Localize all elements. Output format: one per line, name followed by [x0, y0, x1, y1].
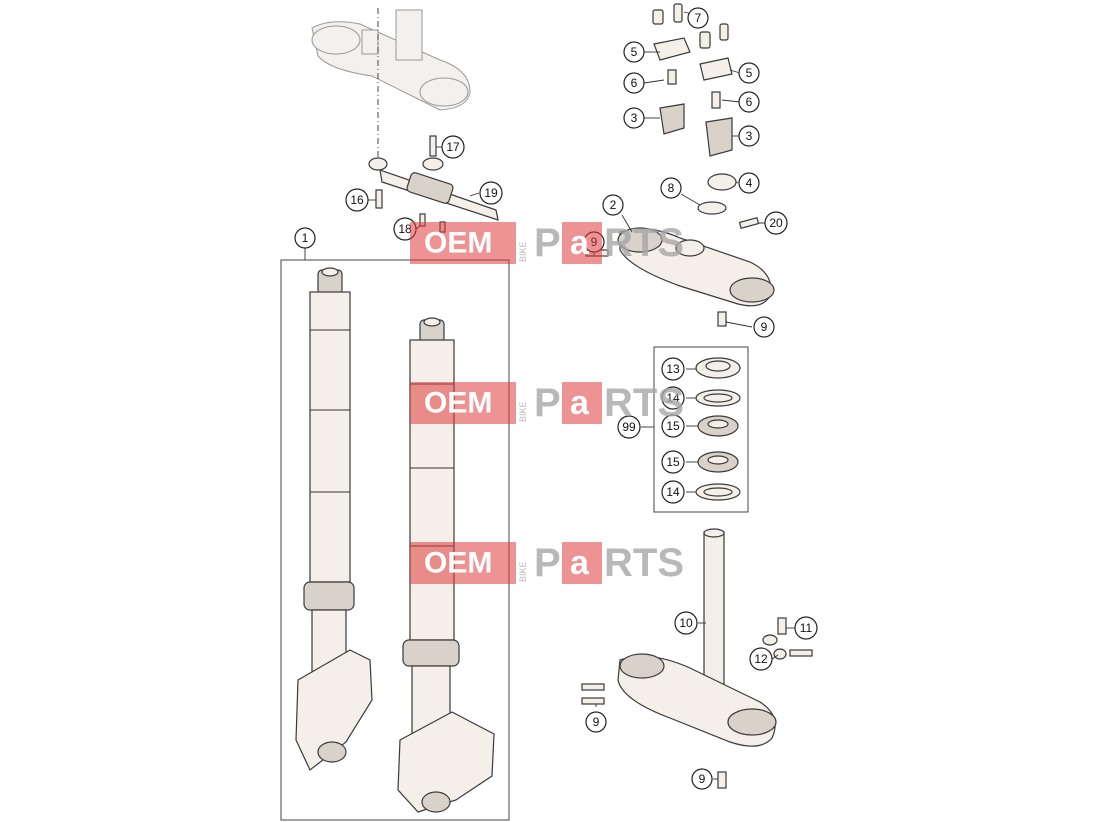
callout-8: 8 — [660, 177, 682, 199]
ghost-upper-clamp — [311, 8, 471, 160]
callout-14-lower: 14 — [661, 480, 685, 504]
callout-17: 17 — [441, 135, 465, 159]
callout-15-upper: 15 — [661, 414, 685, 438]
callout-4: 4 — [738, 172, 760, 194]
callout-9-lower-bolts: 9 — [585, 711, 607, 733]
left-fork-leg — [295, 267, 373, 771]
svg-text:BIKE: BIKE — [518, 401, 528, 422]
svg-text:6: 6 — [631, 76, 638, 90]
callout-14-upper: 14 — [661, 386, 685, 410]
callout-9-upper-nut: 9 — [753, 316, 775, 338]
callout-7: 7 — [687, 7, 709, 29]
callout-9-lower-nut: 9 — [691, 768, 713, 790]
watermark-logo-top: OEM BIKE P a RTS — [410, 221, 684, 265]
svg-text:1: 1 — [302, 231, 309, 245]
callout-99: 99 — [617, 415, 641, 439]
svg-text:14: 14 — [666, 391, 680, 405]
svg-text:P: P — [534, 221, 561, 265]
callout-13: 13 — [661, 357, 685, 381]
callout-2: 2 — [602, 194, 624, 216]
callout-15-lower: 15 — [661, 450, 685, 474]
fork-assembly-frame — [280, 259, 510, 821]
svg-text:a: a — [570, 224, 590, 262]
callout-12: 12 — [749, 647, 773, 671]
svg-text:5: 5 — [746, 66, 753, 80]
svg-text:6: 6 — [746, 95, 753, 109]
callout-5-right: 5 — [738, 62, 760, 84]
watermark-logo-bottom: OEM BIKE P a RTS — [410, 541, 684, 585]
svg-text:a: a — [570, 544, 590, 582]
svg-text:12: 12 — [754, 652, 768, 666]
svg-text:OEM: OEM — [424, 227, 492, 260]
svg-text:4: 4 — [746, 176, 753, 190]
svg-text:P: P — [534, 541, 561, 585]
callout-3-left: 3 — [623, 107, 645, 129]
svg-text:20: 20 — [769, 216, 783, 230]
callout-16: 16 — [345, 188, 369, 212]
steering-damper — [368, 135, 499, 233]
leader-lines — [368, 11, 796, 780]
svg-text:P: P — [534, 381, 561, 425]
svg-text:15: 15 — [666, 419, 680, 433]
svg-text:3: 3 — [746, 129, 753, 143]
svg-text:BIKE: BIKE — [518, 241, 528, 262]
svg-text:RTS: RTS — [604, 541, 684, 585]
lower-triple-clamp — [581, 528, 813, 789]
watermark-logo-middle: OEM BIKE P a RTS — [410, 381, 684, 425]
svg-text:14: 14 — [666, 485, 680, 499]
svg-text:7: 7 — [695, 11, 702, 25]
bearing-kit — [695, 357, 741, 501]
callout-10: 10 — [674, 611, 698, 635]
callout-20: 20 — [764, 211, 788, 235]
upper-triple-clamp — [617, 227, 775, 307]
svg-text:9: 9 — [761, 320, 768, 334]
svg-text:BIKE: BIKE — [518, 561, 528, 582]
svg-text:16: 16 — [350, 193, 364, 207]
svg-text:9: 9 — [699, 772, 706, 786]
callout-11: 11 — [794, 616, 818, 640]
callout-3-right: 3 — [738, 125, 760, 147]
callout-19: 19 — [479, 181, 503, 205]
callout-6-right: 6 — [738, 91, 760, 113]
svg-text:5: 5 — [631, 45, 638, 59]
svg-text:15: 15 — [666, 455, 680, 469]
svg-text:18: 18 — [398, 222, 412, 236]
svg-text:RTS: RTS — [604, 221, 684, 265]
svg-text:RTS: RTS — [604, 381, 684, 425]
callout-5-left: 5 — [623, 41, 645, 63]
svg-text:8: 8 — [668, 181, 675, 195]
svg-text:10: 10 — [679, 616, 693, 630]
svg-text:11: 11 — [800, 621, 813, 635]
svg-text:9: 9 — [593, 715, 600, 729]
svg-text:19: 19 — [484, 186, 498, 200]
callout-1: 1 — [294, 227, 316, 249]
callout-6-left: 6 — [623, 72, 645, 94]
svg-text:99: 99 — [622, 420, 636, 434]
handlebar-clamps — [585, 3, 760, 327]
svg-text:OEM: OEM — [424, 387, 492, 420]
svg-text:13: 13 — [666, 362, 680, 376]
svg-text:17: 17 — [446, 140, 460, 154]
svg-text:OEM: OEM — [424, 547, 492, 580]
svg-text:a: a — [570, 384, 590, 422]
bearing-kit-frame — [653, 346, 749, 513]
svg-text:3: 3 — [631, 111, 638, 125]
svg-text:2: 2 — [610, 198, 617, 212]
